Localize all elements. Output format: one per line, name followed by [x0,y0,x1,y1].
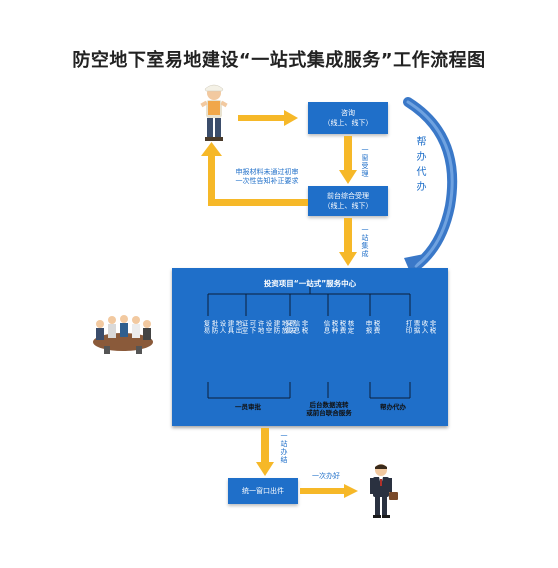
front-desk-channel: （线上、线下） [323,202,373,210]
service-center-bracket [207,287,411,399]
front-desk-box[interactable]: 前台综合受理 （线上、线下） [308,186,388,216]
unified-window-label: 统一窗口出件 [242,487,284,495]
one-station-label: 一站集成 [361,226,369,258]
help-curve-arrow [403,97,458,272]
column-receipt-print: 非税 收入 票据 打印 [404,320,436,334]
arrow-to-window [256,428,274,476]
front-desk-label: 前台综合受理 [327,192,369,200]
group-label-backend-line1: 后台数据流转 [309,401,349,409]
group-label-approval-line1: 一员审批 [235,403,261,411]
return-note: 申报材料未通过初审 一次性告知补正要求 [228,168,306,186]
consult-box[interactable]: 咨询 （线上、线下） [308,102,388,134]
consult-label: 咨询 [341,109,355,117]
return-arrow [201,142,308,206]
applicant-worker-icon [200,84,228,141]
businessman-icon [370,464,398,518]
service-center-box: 投资项目“一站式”服务中心 地出 建具 设人 批防 复易 原发 地放 建防 设空… [172,268,448,426]
staff-meeting-icon [93,315,153,354]
one-station-done-label: 一站办结 [280,432,288,464]
arrow-to-service-center [339,218,357,266]
column-original-permit: 原发 地放 建防 设空 许地 可下 证室 [240,320,296,334]
one-window-label: 一窗受理 [361,146,369,178]
help-label: 帮办代办 [414,136,425,196]
return-note-line2: 一次性告知补正要求 [235,177,299,185]
group-label-approval: 一员审批 [218,403,278,411]
group-label-backend: 后台数据流转 或前台联合服务 [294,401,364,417]
group-label-help-line1: 帮办代办 [380,403,406,411]
service-center-title: 投资项目“一站式”服务中心 [263,279,357,288]
return-note-line1: 申报材料未通过初审 [235,168,299,176]
arrow-to-consult [238,110,298,126]
page-title: 防空地下室易地建设“一站式集成服务”工作流程图 [72,50,486,71]
column-tax-verification: 核定 税费 税种 信息 [322,320,354,334]
arrow-to-front-desk [339,136,357,184]
arrow-to-applicant [300,484,358,498]
once-done-label: 一次办好 [312,472,340,480]
column-nontax-collection: 非税 信息 采集 [284,320,308,334]
consult-channel: （线上、线下） [323,119,373,127]
column-tax-declaration: 税费 申报 [364,320,380,334]
column-civil-defense-approval: 地出 建具 设人 批防 复易 [202,320,242,334]
group-label-help: 帮办代办 [368,403,418,411]
unified-window-box[interactable]: 统一窗口出件 [228,478,298,504]
group-label-backend-line2: 或前台联合服务 [306,409,352,417]
